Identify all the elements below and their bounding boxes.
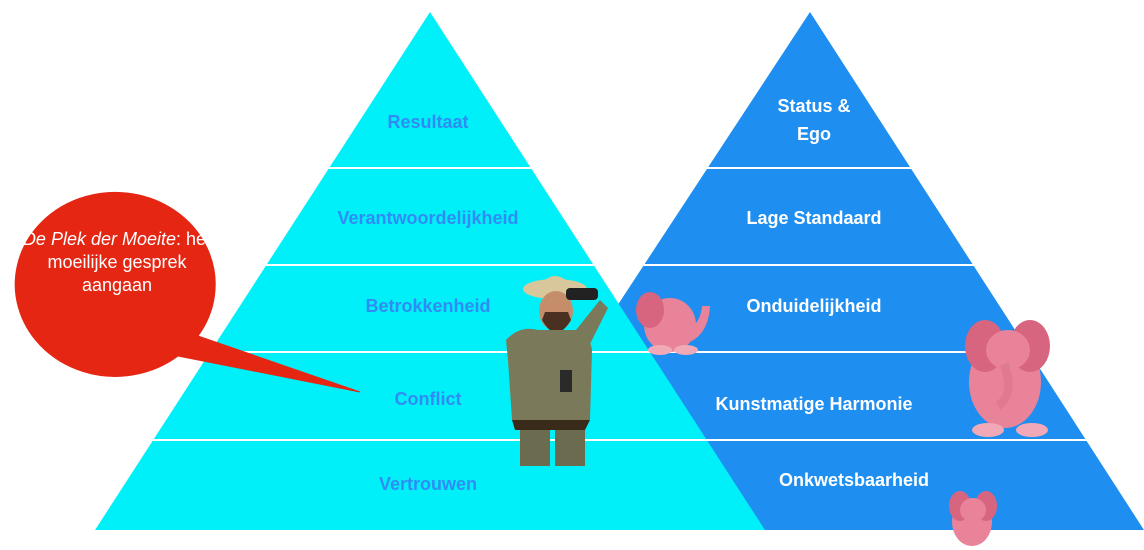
right-level-1-label-line1: Status &	[777, 96, 850, 116]
right-level-3-label: Onduidelijkheid	[746, 296, 881, 316]
callout-rest-text: : het moeilijke gesprek aangaan	[47, 229, 212, 295]
pink-elephant-icon	[636, 292, 710, 355]
pink-elephant-icon	[965, 320, 1050, 437]
left-pyramid	[95, 12, 765, 530]
callout-text: De Plek der Moeite: het moeilijke gespre…	[22, 228, 212, 297]
left-level-5-label: Vertrouwen	[379, 474, 477, 494]
right-level-5-label: Onkwetsbaarheid	[779, 470, 929, 490]
explorer-with-binoculars-icon	[506, 276, 608, 466]
left-level-4-label: Conflict	[395, 389, 462, 409]
callout-italic-text: De Plek der Moeite	[22, 229, 177, 249]
left-level-3-label: Betrokkenheid	[365, 296, 490, 316]
left-level-2-label: Verantwoordelijkheid	[337, 208, 518, 228]
left-level-1-label: Resultaat	[387, 112, 468, 132]
right-level-1-label-line2: Ego	[797, 124, 831, 144]
right-level-2-label: Lage Standaard	[746, 208, 881, 228]
pink-elephant-icon	[949, 491, 997, 546]
callout-bubble	[14, 191, 361, 393]
right-level-4-label: Kunstmatige Harmonie	[715, 394, 912, 414]
